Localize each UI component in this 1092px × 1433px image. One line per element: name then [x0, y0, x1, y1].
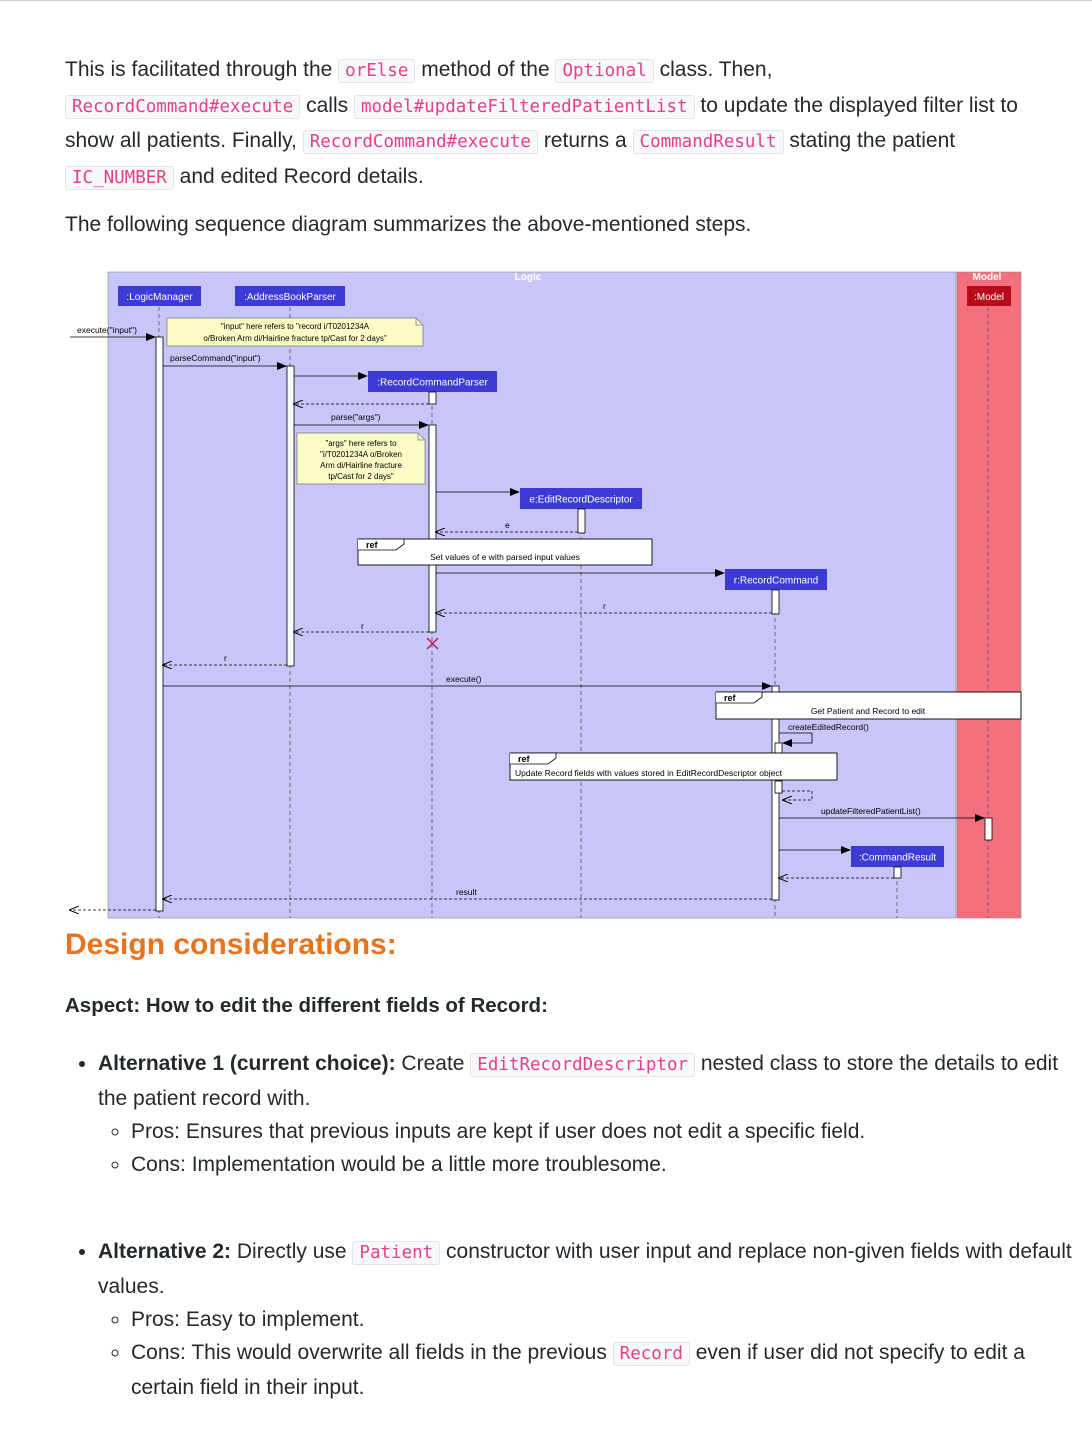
msg-return-e-label: e — [505, 520, 510, 530]
sequence-diagram: Logic Model :LogicManager :AddressBookPa… — [0, 271, 1022, 919]
ref-get-patient-tab — [716, 691, 763, 704]
destroy-mark — [426, 637, 439, 650]
msg-return-r3-label: r — [224, 653, 227, 663]
note-input-line2: o/Broken Arm di/Hairline fracture tp/Cas… — [203, 334, 387, 343]
participant-record-command-label: r:RecordCommand — [734, 576, 818, 587]
note-input-fold — [415, 318, 423, 326]
participant-address-book-parser-label: :AddressBookParser — [244, 292, 336, 303]
intro-text: to update the displayed filter list to s… — [65, 93, 1018, 153]
msg-create-edited-record-arrow — [779, 732, 813, 747]
model-label: Model — [973, 272, 1002, 283]
msg-execute-input-label: execute("input") — [77, 325, 137, 335]
note-input — [166, 317, 424, 347]
alternative-1-text: Create — [395, 1052, 471, 1075]
aspect-heading: Aspect: How to edit the different fields… — [65, 994, 548, 1017]
note-input-line1: "input" here refers to "record i/T020123… — [221, 322, 370, 331]
participant-address-book-parser — [235, 286, 345, 306]
msg-execute-label: execute() — [446, 674, 482, 684]
logic-label: Logic — [515, 272, 542, 283]
note-args-line3: Arm di/Hairline fracture — [320, 461, 402, 470]
ref-get-patient — [715, 691, 1022, 720]
code-command-result: CommandResult — [632, 130, 784, 154]
activation-bars — [155, 336, 993, 912]
intro-paragraph: This is facilitated through the orElse m… — [65, 53, 1040, 195]
code-record: Record — [612, 1342, 690, 1366]
alternative-2-cons: Cons: This would overwrite all fields in… — [131, 1336, 1073, 1404]
ref-set-values — [357, 538, 653, 566]
intro-text: stating the patient — [783, 129, 956, 152]
msg-parse-args-label: parse("args") — [331, 412, 381, 422]
participant-logic-manager — [118, 286, 201, 306]
alternative-2-text: Directly use — [231, 1240, 353, 1263]
alternative-2: Alternative 2: Directly use Patient cons… — [98, 1235, 1073, 1404]
msg-parse-command-label: parseCommand("input") — [170, 353, 261, 363]
participant-model-label: :Model — [974, 292, 1004, 303]
participant-model — [967, 286, 1011, 306]
participant-command-result-label: :CommandResult — [859, 853, 936, 864]
msg-update-filtered-label: updateFilteredPatientList() — [821, 806, 921, 816]
ref-get-patient-tag: ref — [724, 693, 737, 703]
participant-edit-record-descriptor — [520, 488, 642, 509]
ref-update-fields-tag: ref — [518, 754, 531, 764]
alternative-2-list: Alternative 2: Directly use Patient cons… — [65, 1235, 1073, 1404]
alternative-2-title: Alternative 2: — [98, 1240, 232, 1263]
msg-return-r1-label: r — [603, 601, 606, 611]
ref-set-values-tab — [358, 538, 405, 551]
ref-update-fields-tab — [510, 752, 557, 765]
alternative-2-cons-text: even if user did not specify to edit a c… — [131, 1341, 1025, 1399]
alternative-1-text: nested class to store the details to edi… — [98, 1052, 1059, 1110]
participant-record-command-parser-label: :RecordCommandParser — [377, 378, 488, 389]
code-record-command-execute: RecordCommand#execute — [65, 94, 301, 119]
alternative-1-list: Alternative 1 (current choice): Create E… — [65, 1047, 1073, 1181]
note-args-line1: "args" here refers to — [325, 439, 397, 448]
code-orelse: orElse — [338, 59, 416, 83]
intro-text: and edited Record details. — [173, 164, 424, 188]
note-args — [296, 432, 426, 485]
intro-text: This is facilitated through the — [65, 58, 339, 81]
code-optional: Optional — [555, 59, 654, 83]
note-args-fold — [417, 433, 425, 441]
alternative-1-cons: Cons: Implementation would be a little m… — [131, 1148, 1073, 1181]
alternative-2-text: constructor with user input and replace … — [98, 1240, 1072, 1298]
msg-self-return-arrow — [782, 790, 813, 800]
code-update-filtered-list: model#updateFilteredPatientList — [353, 94, 695, 119]
ref-set-values-tag: ref — [366, 540, 379, 550]
code-ic-number: IC_NUMBER — [65, 165, 174, 190]
code-patient: Patient — [352, 1241, 441, 1265]
msg-result-label: result — [456, 887, 477, 897]
ref-get-patient-text: Get Patient and Record to edit — [811, 706, 926, 716]
logic-box — [107, 271, 957, 919]
alternative-1-pros: Pros: Ensures that previous inputs are k… — [131, 1115, 1073, 1148]
alternative-1-title: Alternative 1 (current choice): — [98, 1052, 396, 1075]
intro-text: returns a — [537, 129, 633, 152]
participant-logic-manager-label: :LogicManager — [126, 292, 193, 303]
ref-update-fields-text: Update Record fields with values stored … — [515, 768, 783, 778]
diagram-lead: The following sequence diagram summarize… — [65, 213, 752, 236]
alternative-2-pros: Pros: Easy to implement. — [131, 1303, 1073, 1336]
top-divider — [0, 0, 1092, 1]
intro-text: calls — [300, 93, 354, 117]
note-args-line2: "i/T0201234A o/Broken — [320, 450, 402, 459]
participant-command-result — [851, 846, 944, 867]
ref-set-values-text: Set values of e with parsed input values — [430, 552, 580, 562]
participant-record-command-parser — [368, 371, 497, 392]
intro-text: method of the — [415, 58, 556, 81]
code-record-command-execute: RecordCommand#execute — [302, 130, 538, 154]
participant-record-command — [725, 569, 827, 590]
design-heading: Design considerations: — [65, 928, 397, 961]
model-box — [956, 271, 1022, 919]
alternative-1: Alternative 1 (current choice): Create E… — [98, 1047, 1073, 1181]
intro-text: class. Then, — [653, 58, 773, 81]
participant-edit-record-descriptor-label: e:EditRecordDescriptor — [529, 495, 633, 506]
msg-create-edited-record-label: createEditedRecord() — [788, 722, 869, 732]
note-args-line4: tp/Cast for 2 days" — [328, 472, 394, 481]
msg-return-r2-label: r — [361, 621, 364, 631]
alternative-2-cons-text: Cons: This would overwrite all fields in… — [131, 1341, 613, 1364]
code-edit-record-descriptor: EditRecordDescriptor — [470, 1053, 696, 1077]
ref-update-fields — [509, 752, 838, 781]
